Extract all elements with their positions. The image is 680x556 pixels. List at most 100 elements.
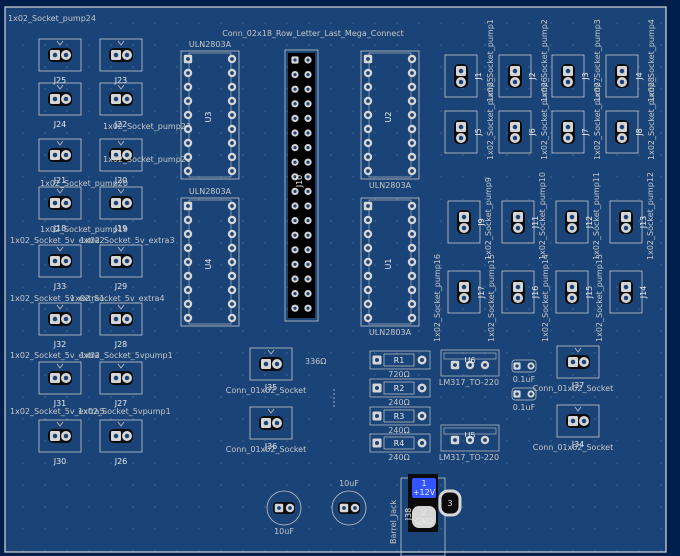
drill-hole [366,99,370,103]
connector [99,186,143,220]
drill-hole [366,274,370,278]
drill-hole [124,52,130,58]
drill-hole [565,79,571,85]
drill-hole [288,506,292,510]
drill-hole [366,302,370,306]
drill-hole [124,316,130,322]
capacitor-electrolytic: 10uF [266,490,302,536]
connector-value-label: 1x02_Socket_pump16 [433,254,442,342]
drill-hole [366,169,370,173]
connector-value-label: 1x02_Socket_pump6 [540,77,549,160]
drill-hole [63,96,69,102]
connector-outline [556,345,600,379]
connector [99,302,143,336]
resistor-336-label: 336Ω [305,357,326,366]
connector [555,200,589,244]
drill-hole [458,124,464,130]
drill-hole [419,413,425,419]
drill-hole [581,359,587,365]
drill-hole [113,316,119,322]
connector-value-label: 1x02_Socket_pump7 [593,77,602,160]
drill-hole [366,316,370,320]
drill-hole [113,96,119,102]
connector-value-label: 1x02_Socket_5v_extra3 [80,236,175,245]
drill-hole [570,359,576,365]
drill-hole [512,135,518,141]
drill-hole [293,248,297,252]
drill-hole [124,258,130,264]
drill-hole [52,258,58,264]
connector-outline [498,110,532,154]
drill-hole [569,284,575,290]
drill-hole [52,96,58,102]
connector-outline [99,419,143,453]
connector-outline [38,38,82,72]
drill-hole [186,155,190,159]
drill-hole [623,295,629,301]
connector-outline [609,270,643,314]
connector [99,419,143,453]
connector [609,270,643,314]
drill-hole [306,291,310,296]
drill-hole [186,260,190,264]
connector-outline [99,82,143,116]
connector-ref: J15 [585,286,594,300]
drill-hole [453,363,457,367]
pin1-marker [117,188,125,194]
ic-courtyard [360,50,420,180]
drill-hole [63,52,69,58]
pin1-marker [267,349,275,355]
drill-hole [366,57,370,61]
drill-hole [52,375,58,381]
drill-hole [230,316,234,320]
connector-value-label: 1x02_Socket_5vpump1 [78,407,171,416]
barrel-jack-pin2: 2 [421,508,426,517]
drill-hole [230,141,234,145]
pin1-marker [117,421,125,427]
capacitor-outline [331,490,367,526]
barrel-jack-pin3: 3 [447,499,452,508]
drill-hole [230,232,234,236]
capacitor-small: 0.1uF [511,359,537,384]
connector-outline [551,110,585,154]
regulator-tab [443,427,497,435]
drill-hole [366,85,370,89]
drill-hole [366,288,370,292]
drill-hole [410,232,414,236]
header-ref: J10 [295,175,304,189]
connector-outline [38,244,82,278]
drill-hole [515,284,521,290]
regulator-tab [443,352,497,360]
drill-hole [512,124,518,130]
connector-outline [501,270,535,314]
connector-outline [38,186,82,220]
drill-hole [342,506,346,510]
connector-outline [38,419,82,453]
pin1-marker [56,40,64,46]
connector-outline [99,302,143,336]
connector-outline [605,54,639,98]
pin1-marker [56,421,64,427]
connector [447,270,481,314]
ic-courtyard [360,197,420,327]
connector-value-label: 1x02_Socket_pump12 [646,172,655,260]
drill-hole [306,306,310,310]
drill-hole [186,218,190,222]
resistor-value: 240Ω [388,398,409,407]
drill-hole [113,258,119,264]
pin1-marker [267,408,275,414]
drill-hole [366,246,370,250]
drill-hole [293,189,297,194]
drill-hole [230,302,234,306]
drill-hole [461,214,467,220]
ic-value: ULN2803A [369,328,412,337]
connector [444,110,478,154]
connector-ref: J31 [53,399,67,408]
connector-outline [38,138,82,172]
connector-outline [556,404,600,438]
drill-hole [419,357,425,363]
drill-hole [565,68,571,74]
drill-hole [619,124,625,130]
